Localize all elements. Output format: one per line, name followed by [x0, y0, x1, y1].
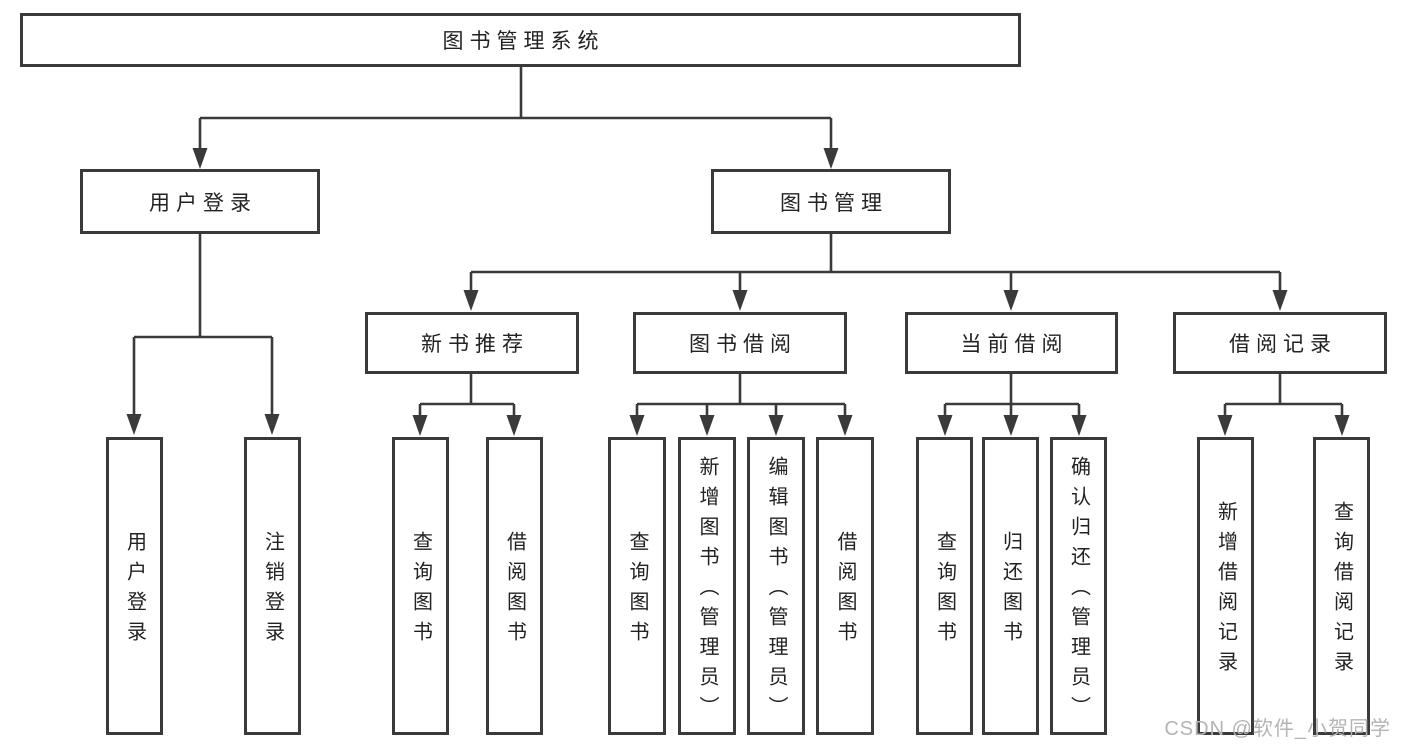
arrowhead	[1003, 415, 1019, 436]
connector-root-to-level1	[192, 66, 839, 169]
node-root: 图书管理系统	[20, 13, 1021, 67]
arrowhead	[126, 414, 142, 435]
arrowhead	[1071, 415, 1087, 436]
leaf-add-book-admin-label: 新增图书（管理员）	[696, 456, 718, 726]
node-current-borrowing: 当前借阅	[905, 312, 1118, 374]
node-book-management: 图书管理	[711, 169, 951, 234]
arrowhead	[1334, 415, 1350, 436]
node-book-borrowing-label: 图书借阅	[689, 333, 797, 356]
leaf-query-books-current: 查询图书	[916, 437, 973, 735]
leaf-borrow-books-recommend: 借阅图书	[486, 437, 543, 735]
leaf-user-login: 用户登录	[106, 437, 163, 735]
leaf-return-books: 归还图书	[982, 437, 1039, 735]
arrowhead	[1003, 290, 1019, 311]
leaf-confirm-return-admin: 确认归还（管理员）	[1050, 437, 1107, 735]
arrowhead	[629, 415, 645, 436]
arrowhead	[768, 415, 784, 436]
leaf-add-borrow-record-label: 新增借阅记录	[1214, 501, 1237, 681]
leaf-query-borrow-record-label: 查询借阅记录	[1330, 501, 1353, 681]
leaf-logout: 注销登录	[244, 437, 301, 735]
node-current-borrowing-label: 当前借阅	[960, 333, 1069, 356]
leaf-user-login-label: 用户登录	[123, 531, 146, 651]
node-borrowing-records-label: 借阅记录	[1229, 333, 1337, 356]
node-root-label: 图书管理系统	[442, 30, 605, 53]
node-user-login: 用户登录	[80, 169, 320, 234]
node-book-management-label: 图书管理	[780, 191, 888, 215]
arrowhead	[463, 290, 479, 311]
arrowhead	[412, 415, 428, 436]
arrowhead	[1272, 290, 1288, 311]
arrowhead	[732, 290, 748, 311]
node-new-book-recommend: 新书推荐	[365, 312, 579, 374]
connector-borrowing-records-to-leaves	[1217, 374, 1350, 436]
leaf-edit-book-admin: 编辑图书（管理员）	[747, 437, 805, 735]
arrowhead	[192, 148, 208, 169]
csdn-watermark: CSDN @软件_小贺同学	[1164, 718, 1391, 740]
leaf-borrow-books-recommend-label: 借阅图书	[503, 531, 526, 651]
leaf-query-books-recommend-label: 查询图书	[409, 531, 432, 651]
leaf-edit-book-admin-label: 编辑图书（管理员）	[765, 456, 787, 726]
arrowhead	[937, 415, 953, 436]
leaf-query-books-borrowing: 查询图书	[608, 437, 666, 735]
leaf-add-book-admin: 新增图书（管理员）	[678, 437, 736, 735]
arrowhead	[264, 414, 280, 435]
arrowhead	[837, 415, 853, 436]
leaf-query-books-recommend: 查询图书	[392, 437, 449, 735]
connector-book-management-to-level2	[463, 234, 1288, 311]
leaf-borrow-books-borrowing-label: 借阅图书	[834, 531, 856, 651]
arrowhead	[1217, 415, 1233, 436]
leaf-add-borrow-record: 新增借阅记录	[1197, 437, 1254, 735]
leaf-borrow-books-borrowing: 借阅图书	[816, 437, 874, 735]
node-new-book-recommend-label: 新书推荐	[421, 333, 529, 356]
arrowhead	[699, 415, 715, 436]
node-borrowing-records: 借阅记录	[1173, 312, 1387, 374]
leaf-query-borrow-record: 查询借阅记录	[1313, 437, 1370, 735]
arrowhead	[506, 415, 522, 436]
connector-current-borrowing-to-leaves	[937, 374, 1087, 436]
node-book-borrowing: 图书借阅	[633, 312, 847, 374]
leaf-query-books-borrowing-label: 查询图书	[626, 531, 648, 651]
leaf-confirm-return-admin-label: 确认归还（管理员）	[1067, 456, 1090, 726]
connector-user-login-to-leaves	[126, 234, 280, 435]
leaf-return-books-label: 归还图书	[999, 531, 1022, 651]
connector-book-borrowing-to-leaves	[629, 374, 853, 436]
node-user-login-label: 用户登录	[149, 191, 257, 215]
leaf-query-books-current-label: 查询图书	[933, 531, 956, 651]
leaf-logout-label: 注销登录	[261, 531, 284, 651]
connector-new-book-recommend-to-leaves	[412, 374, 522, 436]
arrowhead	[823, 148, 839, 169]
